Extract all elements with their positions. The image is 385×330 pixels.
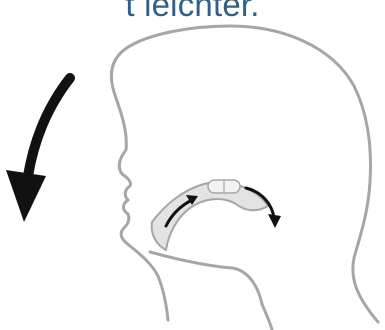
head-profile-outline-icon [111, 26, 378, 322]
tilt-arrow-icon [28, 78, 70, 176]
capsule-icon [208, 180, 240, 193]
throat-line-icon [262, 304, 272, 330]
jaw-line-icon [150, 252, 262, 304]
tilt-arrowhead-icon [6, 170, 46, 222]
tongue-band-icon [152, 182, 268, 250]
swallow-arrowhead-icon [268, 214, 281, 228]
